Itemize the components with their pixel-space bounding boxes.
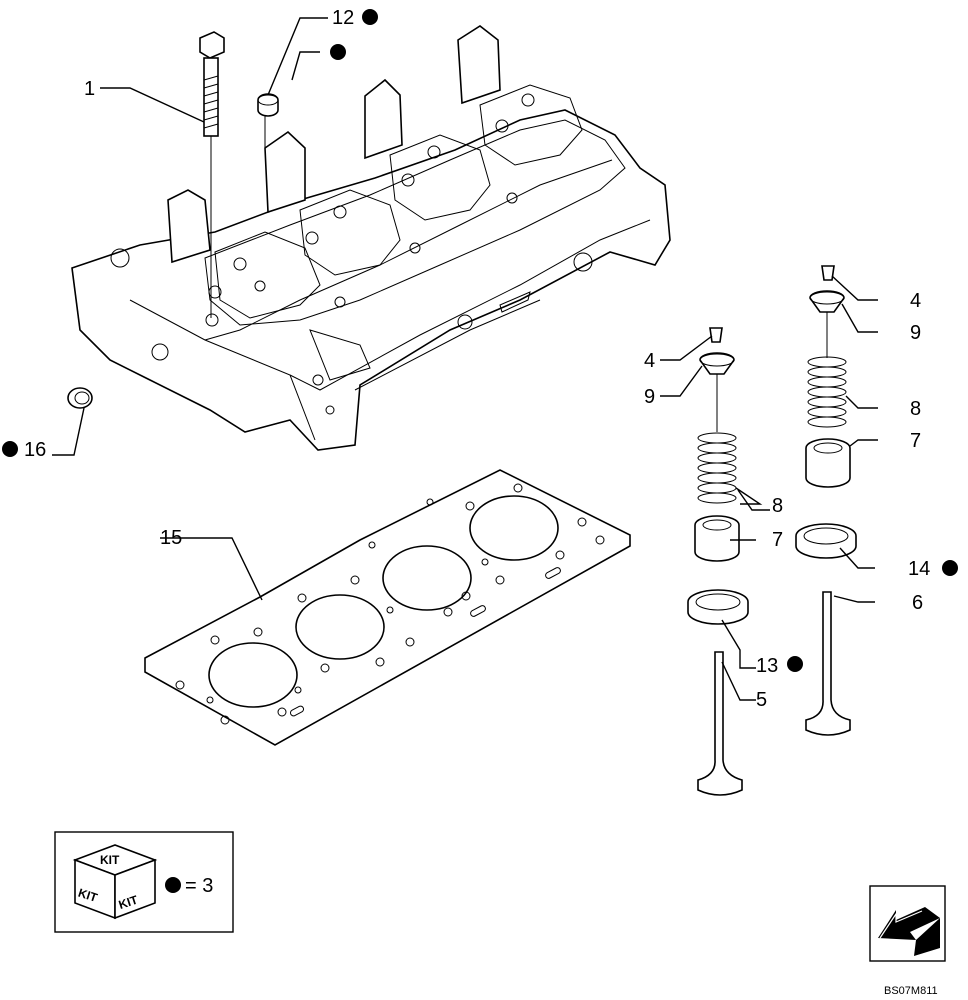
kit-cube-left-label: KIT	[76, 886, 99, 905]
arrow-nav-icon	[878, 907, 940, 956]
kit-dot-14	[942, 560, 958, 576]
head-gasket	[144, 469, 631, 746]
kit-dot-12	[362, 9, 378, 25]
leader-lines	[52, 17, 878, 701]
kit-legend: KIT KIT KIT = 3	[54, 831, 234, 933]
callout-14: 14	[908, 558, 930, 580]
callout-13: 13	[756, 655, 778, 677]
kit-dot-16	[2, 441, 18, 457]
head-bolt	[199, 31, 225, 318]
callout-1: 1	[84, 78, 95, 100]
callout-4-right: 4	[910, 290, 921, 312]
kit-cube-icon: KIT KIT KIT	[72, 844, 158, 920]
callout-8-right: 8	[910, 398, 921, 420]
callout-9-right: 9	[910, 322, 921, 344]
callout-15: 15	[160, 527, 182, 549]
callout-5: 5	[756, 689, 767, 711]
callout-6: 6	[912, 592, 923, 614]
cylinder-head	[71, 25, 671, 451]
kit-cube-right-label: KIT	[117, 892, 140, 911]
kit-markers	[2, 9, 958, 672]
plug-12	[257, 93, 279, 150]
callout-9-left: 9	[644, 386, 655, 408]
callout-labels: 1 12 16 15 4 9 8 7 4 9 8 7 14 6 13 5	[24, 7, 930, 711]
kit-dot-13	[787, 656, 803, 672]
valve-stack-a	[687, 327, 749, 796]
kit-cube-top-label: KIT	[100, 853, 120, 867]
callout-8-left: 8	[772, 495, 783, 517]
drawing-code: BS07M811	[884, 985, 938, 997]
callout-12: 12	[332, 7, 354, 29]
nav-arrow-box[interactable]	[869, 885, 946, 962]
callout-7-left: 7	[772, 529, 783, 551]
callout-16: 16	[24, 439, 46, 461]
callout-4-left: 4	[644, 350, 655, 372]
kit-legend-equation: = 3	[185, 875, 213, 897]
valve-stack-b	[795, 265, 857, 736]
kit-dot-12b	[330, 44, 346, 60]
kit-legend-dot	[165, 877, 181, 893]
callout-7-right: 7	[910, 430, 921, 452]
plug-16	[67, 387, 93, 409]
